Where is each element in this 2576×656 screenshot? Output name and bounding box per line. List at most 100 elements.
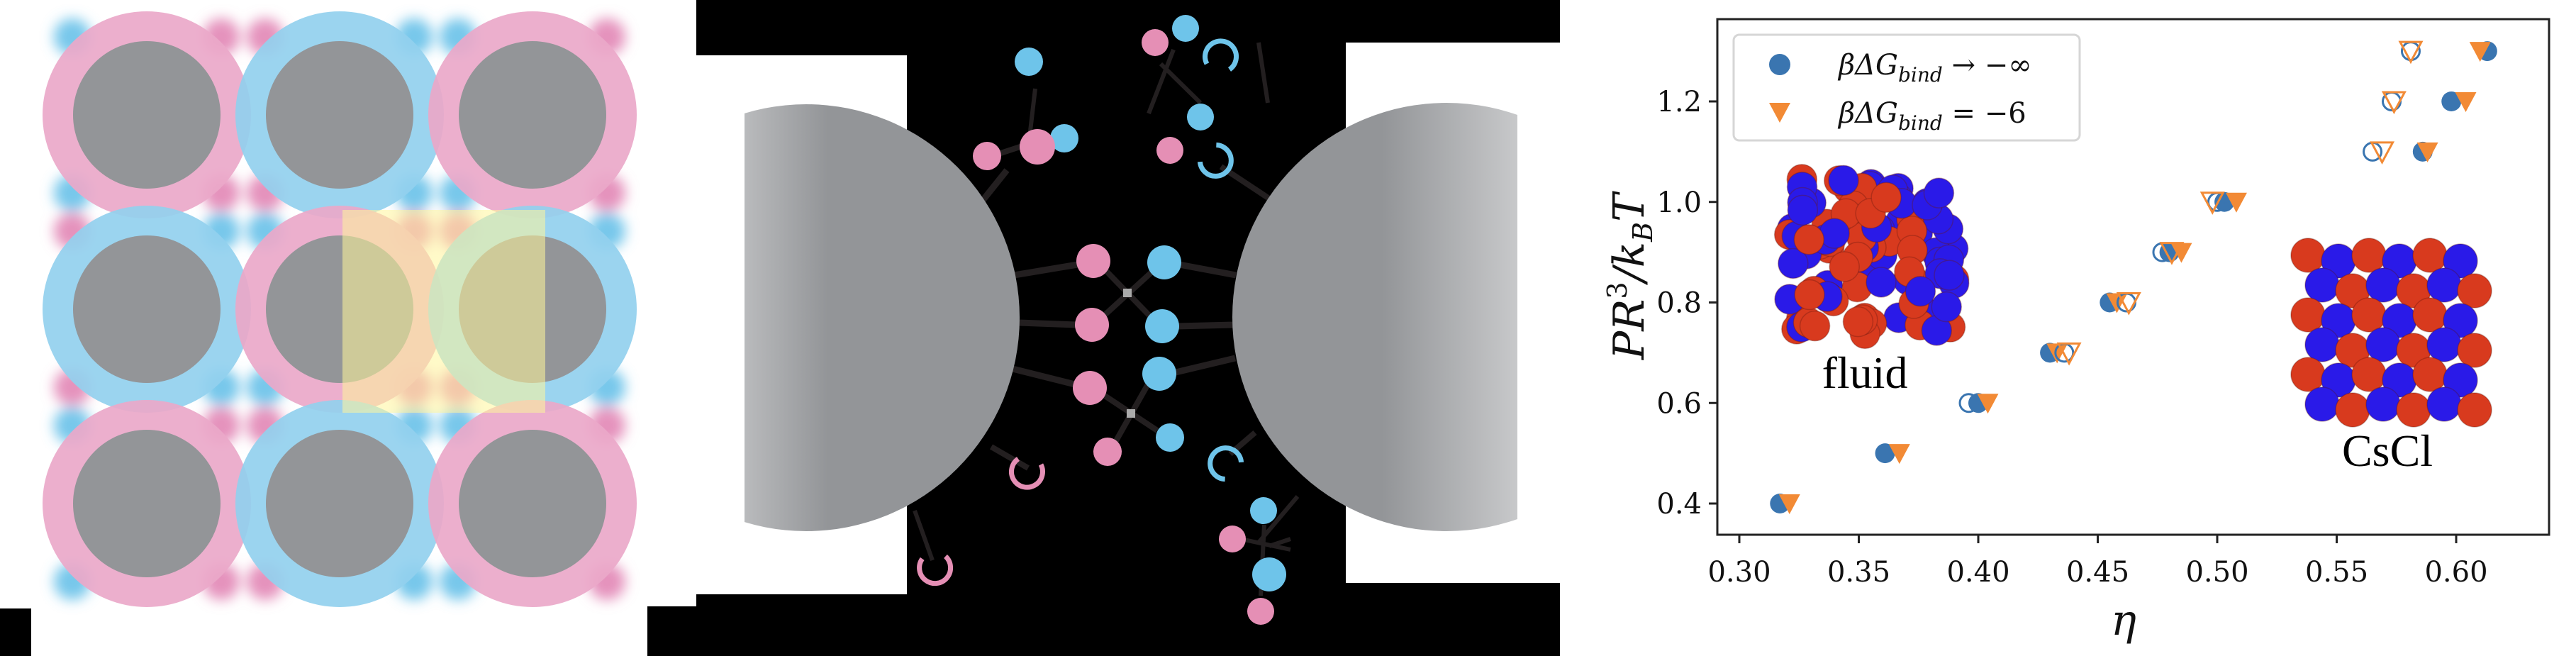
data-point-triangle bbox=[2199, 191, 2225, 215]
fluid-particle bbox=[1934, 260, 1965, 291]
linker-bead bbox=[1020, 129, 1055, 165]
cscl-particle bbox=[2365, 327, 2401, 362]
cscl-particle bbox=[2351, 297, 2387, 333]
linker-bead bbox=[1093, 438, 1122, 466]
linker-bond bbox=[1256, 495, 1300, 544]
fluid-particle bbox=[1923, 177, 1955, 209]
linker-receptor-hook bbox=[1208, 445, 1244, 482]
cscl-particle bbox=[2412, 357, 2448, 392]
corner-block bbox=[0, 608, 31, 656]
y-tick-label: 0.8 bbox=[1656, 287, 1702, 320]
linker-bead bbox=[1076, 244, 1110, 278]
linker-bond bbox=[1147, 48, 1176, 115]
linker-bead bbox=[1187, 104, 1214, 130]
linker-bead bbox=[1073, 371, 1107, 405]
linker-receptor-hook bbox=[1197, 142, 1234, 179]
linker-bead bbox=[1147, 245, 1181, 279]
cscl-particle bbox=[2412, 238, 2448, 273]
x-tick-label: 0.40 bbox=[1946, 556, 2009, 589]
chart-legend: βΔGbind → −∞ βΔGbind = −6 bbox=[1732, 33, 2081, 142]
colloid-core bbox=[73, 41, 221, 189]
data-point-triangle bbox=[2170, 243, 2192, 263]
fluid-particle bbox=[1794, 279, 1825, 311]
cscl-particle bbox=[2426, 327, 2462, 362]
unit-cell-highlight bbox=[342, 210, 545, 413]
fluid-particle bbox=[1787, 194, 1819, 226]
data-point-triangle bbox=[1977, 394, 1999, 414]
background bbox=[647, 0, 1560, 656]
legend-triangle-icon bbox=[1769, 103, 1790, 123]
panel-lattice-schematic bbox=[0, 0, 649, 656]
fluid-particle bbox=[1931, 291, 1963, 323]
data-point-triangle bbox=[1778, 494, 1800, 514]
cscl-particle bbox=[2290, 297, 2326, 333]
colloid-core bbox=[266, 41, 413, 189]
crosslinker-center bbox=[1123, 289, 1132, 297]
cscl-particle bbox=[2335, 392, 2370, 428]
cscl-particle bbox=[2443, 303, 2478, 338]
cscl-particle bbox=[2351, 357, 2387, 392]
data-point-triangle bbox=[2116, 292, 2141, 316]
fluid-particle bbox=[1819, 218, 1850, 249]
crosslinker-center bbox=[1127, 409, 1135, 418]
linker-bond bbox=[1011, 365, 1076, 388]
linker-receptor-hook bbox=[917, 554, 954, 586]
data-point-triangle bbox=[2469, 42, 2491, 62]
cscl-particle bbox=[2457, 392, 2492, 428]
data-point-triangle bbox=[2381, 91, 2407, 115]
x-tick-label: 0.45 bbox=[2066, 556, 2129, 589]
colloid-core bbox=[459, 430, 606, 577]
cscl-particle bbox=[2351, 238, 2387, 273]
data-point-triangle bbox=[2159, 242, 2185, 265]
linker-bead bbox=[1172, 15, 1199, 42]
colloid-core bbox=[73, 235, 221, 383]
colloid-core bbox=[73, 430, 221, 577]
linker-bead bbox=[1050, 124, 1078, 152]
linker-bond bbox=[1219, 164, 1271, 201]
linker-bond bbox=[986, 135, 1047, 160]
cscl-particle bbox=[2365, 267, 2401, 303]
linker-bond bbox=[913, 509, 935, 562]
cscl-particle bbox=[2304, 327, 2340, 362]
lattice-illustration bbox=[0, 11, 637, 656]
cscl-particle bbox=[2443, 362, 2478, 398]
colloid-core bbox=[266, 430, 413, 577]
chart-data-points bbox=[1770, 40, 2497, 514]
linker-bond bbox=[1269, 537, 1291, 548]
fluid-particle bbox=[1829, 251, 1860, 282]
inset-label-fluid: fluid bbox=[1822, 348, 1908, 398]
legend-label-infinite: βΔGbind → −∞ bbox=[1837, 49, 2032, 87]
data-point-triangle bbox=[1888, 444, 1910, 465]
data-point-triangle bbox=[2416, 142, 2438, 162]
x-tick-label: 0.60 bbox=[2424, 556, 2487, 589]
linker-bead bbox=[1250, 497, 1277, 524]
linker-bond bbox=[1176, 321, 1234, 330]
linker-bond bbox=[990, 444, 1030, 471]
cscl-particle bbox=[2290, 357, 2326, 392]
linker-bead bbox=[1075, 308, 1109, 342]
data-point-circle bbox=[1958, 393, 1979, 413]
cscl-particle bbox=[2290, 238, 2326, 273]
y-axis-label: PR3/kBT bbox=[1602, 191, 1658, 360]
linker-bead bbox=[973, 142, 1001, 170]
linker-receptor-hook bbox=[1203, 38, 1239, 72]
y-tick-label: 0.6 bbox=[1656, 387, 1702, 420]
fluid-particle bbox=[1866, 267, 1897, 298]
linker-bead bbox=[1142, 357, 1176, 391]
white-inset-left bbox=[696, 55, 907, 594]
data-point-triangle bbox=[2455, 92, 2477, 112]
data-point-triangle bbox=[2370, 141, 2395, 165]
cscl-particle bbox=[2443, 243, 2478, 279]
linker-bead bbox=[1156, 137, 1183, 164]
linker-bond bbox=[1018, 319, 1077, 328]
cscl-particle bbox=[2426, 267, 2462, 303]
linker-bond bbox=[1100, 391, 1159, 433]
linker-bond bbox=[1240, 537, 1291, 552]
linker-bead bbox=[1247, 598, 1274, 625]
colloid-right bbox=[1232, 103, 1517, 531]
linker-bond bbox=[1102, 269, 1154, 318]
cscl-particle bbox=[2426, 387, 2462, 422]
linker-bond bbox=[976, 168, 1010, 208]
linker-receptor-hook bbox=[1009, 457, 1045, 490]
